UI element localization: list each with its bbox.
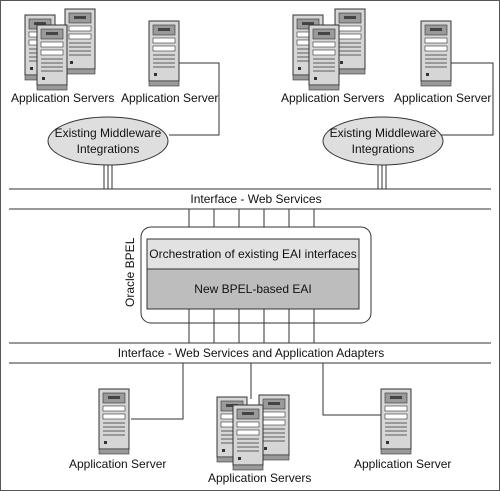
interface-bottom-band [9,342,491,364]
oracle-bpel-label: Oracle BPEL [123,237,137,307]
middleware-left-line2: Integrations [76,142,140,156]
bottom-middle-server-cluster [216,394,290,471]
top-right-server-cluster [292,8,366,91]
top-right-group-label: Application Servers [281,91,385,105]
top-connectors [169,62,494,136]
bottom-right-server [380,388,412,455]
new-eai-label: New BPEL-based EAI [194,282,312,296]
middleware-to-interface-lines [103,163,387,189]
interface-top-label: Interface - Web Services [190,192,322,206]
bottom-left-server [98,388,130,455]
orchestration-label: Orchestration of existing EAI interfaces [149,247,357,261]
middleware-right-line2: Integrations [351,142,415,156]
new-eai-box [146,268,360,310]
interface-bottom-label: Interface - Web Services and Application… [117,346,385,360]
bpel-to-interface-lines [188,309,315,343]
top-left-single-server [148,20,180,87]
middleware-left-line1: Existing Middleware [54,126,162,140]
bottom-connectors [131,363,381,420]
interface-top-band [9,188,491,210]
orchestration-box [146,238,360,270]
top-left-single-label: Application Server [121,91,219,105]
bottom-right-label: Application Server [354,457,452,471]
top-left-group-label: Application Servers [11,91,115,105]
middleware-right-line1: Existing Middleware [329,126,437,140]
top-right-single-server [420,20,452,87]
middleware-right-ellipse [322,116,444,166]
middleware-left-ellipse [47,116,169,166]
top-right-single-label: Application Server [394,91,492,105]
bottom-left-label: Application Server [69,457,167,471]
bottom-middle-label: Application Servers [208,471,312,485]
top-left-server-cluster [24,8,96,91]
